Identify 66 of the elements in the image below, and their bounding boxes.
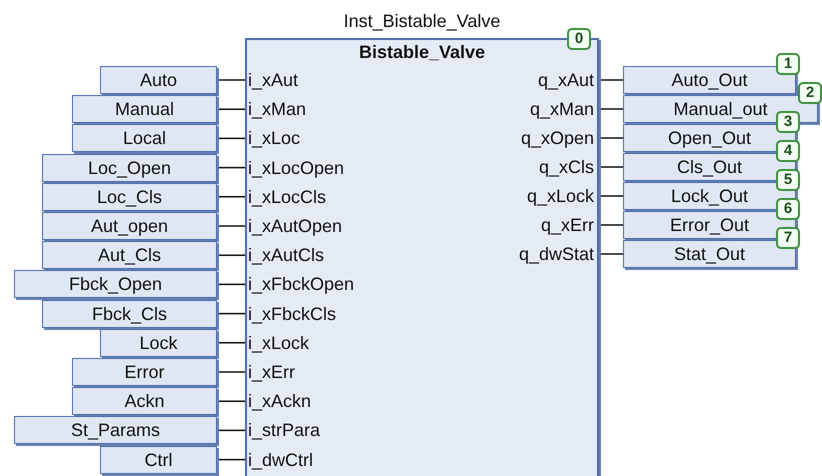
pin-label: i_xAutOpen (247, 214, 342, 238)
pin-label: i_xLoc (247, 126, 300, 150)
pin-label: i_xErr (247, 360, 296, 384)
pin-label: q_xErr (540, 213, 597, 237)
pin-label: i_strPara (247, 418, 320, 442)
wire (217, 458, 245, 460)
variable-box: Ctrl (100, 446, 217, 474)
pin-label: i_xFbckOpen (247, 272, 354, 296)
wire (217, 400, 245, 402)
wire (599, 79, 623, 81)
wire (217, 108, 245, 110)
variable-box: Aut_open (42, 212, 217, 240)
order-number-badge: 0 (567, 28, 591, 50)
block-type-name: Bistable_Valve (358, 42, 486, 63)
wire (217, 79, 245, 81)
variable-box: Local (72, 124, 217, 152)
pin-label: q_xLock (526, 184, 597, 208)
wire (217, 138, 245, 140)
order-number-badge: 4 (776, 140, 800, 162)
wire (217, 166, 245, 168)
pin-label: i_xLocOpen (247, 156, 344, 180)
wire (217, 371, 245, 373)
variable-box: Fbck_Cls (42, 300, 217, 328)
order-number-badge: 3 (776, 111, 800, 133)
pin-label: q_xCls (538, 155, 597, 179)
variable-box: Manual (72, 95, 217, 124)
variable-box: Fbck_Open (14, 270, 217, 298)
wire (599, 137, 623, 139)
pin-label: q_xAut (538, 68, 597, 92)
wire (599, 195, 623, 197)
wire (599, 253, 623, 255)
variable-box: Loc_Open (42, 154, 217, 182)
wire (217, 430, 245, 432)
pin-label: i_xAut (247, 68, 298, 92)
wire (217, 254, 245, 256)
variable-box: Lock (100, 328, 217, 357)
wire (599, 166, 623, 168)
wire (217, 196, 245, 198)
variable-box: St_Params (14, 416, 217, 444)
order-number-badge: 7 (776, 227, 800, 249)
order-number-badge: 2 (798, 82, 822, 104)
wire (217, 342, 245, 344)
variable-box: Error (72, 358, 217, 386)
variable-box: Aut_Cls (42, 241, 217, 270)
wire (217, 284, 245, 286)
pin-label: q_xOpen (520, 126, 597, 150)
wire (599, 108, 623, 110)
wire (217, 225, 245, 227)
pin-label: i_xMan (247, 97, 306, 122)
pin-label: q_dwStat (518, 242, 597, 266)
variable-box: Loc_Cls (42, 182, 217, 211)
wire (217, 312, 245, 314)
pin-label: i_xLock (247, 330, 310, 355)
pin-label: i_xAckn (247, 389, 312, 414)
variable-box: Ackn (72, 387, 217, 416)
variable-box: Auto (100, 66, 217, 94)
wire (599, 224, 623, 226)
instance-name: Inst_Bistable_Valve (342, 11, 502, 32)
order-number-badge: 6 (776, 198, 800, 220)
pin-label: q_xMan (530, 97, 597, 121)
order-number-badge: 5 (776, 169, 800, 191)
pin-label: i_xFbckCls (247, 302, 336, 326)
order-number-badge: 1 (776, 53, 800, 75)
pin-label: i_xLocCls (247, 184, 326, 209)
pin-label: i_dwCtrl (247, 448, 314, 472)
pin-label: i_xAutCls (247, 243, 324, 268)
